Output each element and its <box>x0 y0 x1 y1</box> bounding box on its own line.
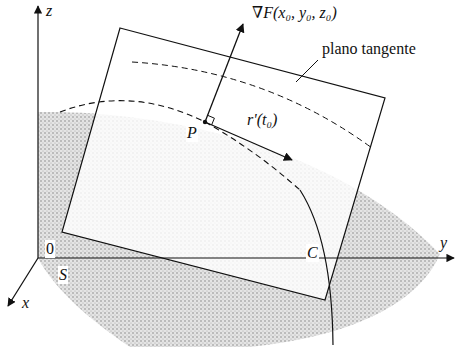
axis-label: x <box>22 294 29 312</box>
plane-label: plano tangente <box>322 40 416 58</box>
curve-c <box>300 190 333 345</box>
right-angle <box>208 115 215 125</box>
vector-label: r'(t₀) <box>246 111 278 129</box>
axis-label: z <box>46 2 52 20</box>
point-p <box>203 120 207 124</box>
surface-label: S <box>58 266 68 284</box>
z-axis <box>37 6 38 258</box>
leader-line <box>296 60 318 82</box>
axis-label: y <box>440 234 447 252</box>
curve-dashed <box>60 101 300 190</box>
gradient-vector <box>205 24 243 122</box>
surface-outline <box>132 62 372 148</box>
gradient-label: ∇F(x₀, y₀, z₀) <box>252 4 337 22</box>
curve-label: C <box>306 244 319 262</box>
origin-label: 0 <box>45 240 55 258</box>
y-axis <box>38 257 454 258</box>
tangent-plane <box>62 28 385 300</box>
point-label: P <box>186 124 198 142</box>
